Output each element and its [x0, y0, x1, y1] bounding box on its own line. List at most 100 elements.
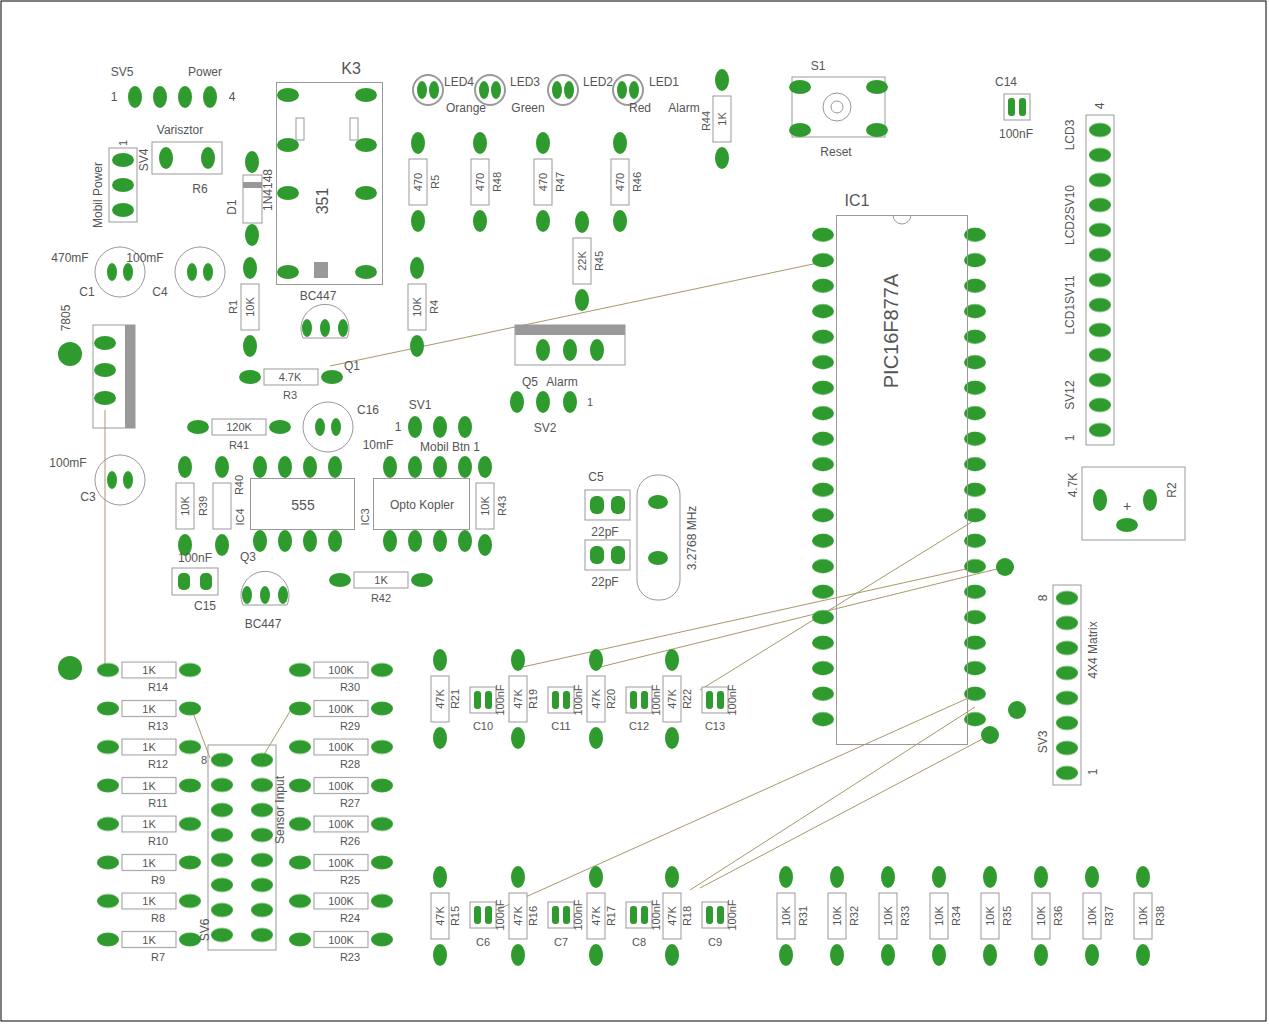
part-label: BC447: [300, 290, 337, 302]
part-label: C3: [80, 491, 95, 503]
part-label: SV3: [1037, 731, 1049, 754]
part-label: LCD1SV11: [1064, 275, 1076, 334]
part-label: R23: [340, 951, 360, 962]
part-label: SV1: [409, 399, 432, 411]
part-label: R36: [1053, 906, 1064, 926]
part-label: R3: [283, 390, 297, 401]
part-label: 47K: [667, 906, 678, 926]
part-label: 100K: [328, 742, 354, 753]
part-label: D1: [226, 199, 238, 214]
part-label: 100nF: [495, 684, 506, 715]
components: [58, 69, 1185, 970]
part-label: 10K: [180, 496, 191, 516]
component-outline: K3351: [276, 82, 383, 285]
part-label: 1K: [142, 780, 155, 791]
part-label: 100K: [328, 780, 354, 791]
part-label: R5: [430, 175, 441, 189]
part-label: C6: [476, 937, 490, 948]
part-label: 100K: [328, 665, 354, 676]
part-label: R48: [492, 172, 503, 192]
part-label: R11: [148, 797, 167, 808]
part-label: R26: [340, 836, 360, 847]
part-designator: IC1: [845, 193, 870, 209]
part-label: R25: [340, 874, 360, 885]
part-label: R10: [148, 836, 168, 847]
part-label: 3.2768 MHz: [686, 506, 698, 571]
part-label: LED3: [510, 76, 540, 88]
part-label: 47K: [513, 689, 524, 709]
part-label: C1: [79, 286, 94, 298]
part-label: R28: [340, 759, 360, 770]
part-label: R41: [229, 440, 249, 451]
part-label: 1K: [142, 934, 155, 945]
part-label: 100K: [328, 703, 354, 714]
part-label: 100nF: [573, 899, 584, 930]
part-label: R18: [682, 906, 693, 926]
part-label: 4.7K: [279, 372, 302, 383]
part-label: 10K: [832, 906, 843, 926]
part-label: SV6: [199, 919, 211, 942]
part-label: 10mF: [363, 439, 394, 451]
part-label: 100nF: [727, 684, 738, 715]
part-label: R32: [849, 906, 860, 926]
part-label: 100nF: [573, 684, 584, 715]
part-label: Q1: [344, 360, 360, 372]
part-label: 10K: [1036, 906, 1047, 926]
part-label: 10K: [1138, 906, 1149, 926]
part-label: 100K: [328, 857, 354, 868]
part-label: LCD3: [1064, 120, 1076, 151]
part-label: 1K: [142, 819, 155, 830]
component-outline: IC3Opto Kopler: [373, 478, 470, 530]
part-label: 470: [475, 173, 486, 191]
part-label: 100mF: [126, 252, 163, 264]
part-label: 470mF: [51, 252, 88, 264]
part-label: R27: [340, 797, 360, 808]
part-label: Red: [629, 102, 651, 114]
part-label: R24: [340, 913, 360, 924]
part-label: SV12: [1064, 380, 1076, 409]
part-label: 1: [1087, 769, 1099, 776]
part-label: R17: [606, 906, 617, 926]
part-label: R16: [528, 906, 539, 926]
part-label: 22pF: [591, 576, 618, 588]
part-label: R38: [1155, 906, 1166, 926]
part-label: C4: [152, 286, 167, 298]
part-label: 100nF: [178, 552, 212, 564]
part-label: 4.7K: [1067, 473, 1079, 498]
part-label: R34: [951, 906, 962, 926]
part-label: R35: [1002, 906, 1013, 926]
part-label: 10K: [883, 906, 894, 926]
part-label: R19: [528, 689, 539, 709]
part-name: PIC16F877A: [881, 274, 901, 389]
part-label: Sensor Input: [274, 776, 286, 844]
part-label: 1K: [142, 665, 155, 676]
part-label: 47K: [435, 689, 446, 709]
part-label: 10K: [781, 906, 792, 926]
part-label: 1K: [374, 575, 387, 586]
part-label: Varisztor: [157, 124, 203, 136]
part-label: 22pF: [591, 526, 618, 538]
part-label: C12: [629, 721, 649, 732]
part-label: 1: [587, 397, 593, 408]
part-label: R12: [148, 759, 168, 770]
part-label: C5: [588, 471, 603, 483]
part-label: 7805: [60, 305, 72, 332]
part-label: 10K: [480, 496, 491, 516]
part-label: C15: [194, 600, 216, 612]
part-label: 100nF: [495, 899, 506, 930]
part-label: LED2: [583, 76, 613, 88]
part-label: 10K: [412, 297, 423, 317]
part-label: Q5: [522, 376, 538, 388]
part-label: 100nF: [651, 899, 662, 930]
part-label: Power: [188, 66, 222, 78]
part-label: R2: [1166, 482, 1178, 497]
part-label: LED4: [444, 76, 474, 88]
part-label: 1: [1064, 435, 1076, 442]
part-label: R30: [340, 682, 360, 693]
part-name: 555: [291, 498, 314, 512]
part-designator: IC4: [235, 508, 246, 525]
part-label: 8: [201, 755, 207, 766]
part-label: R4: [429, 300, 440, 314]
part-label: 100K: [328, 896, 354, 907]
part-label: S1: [811, 60, 826, 72]
